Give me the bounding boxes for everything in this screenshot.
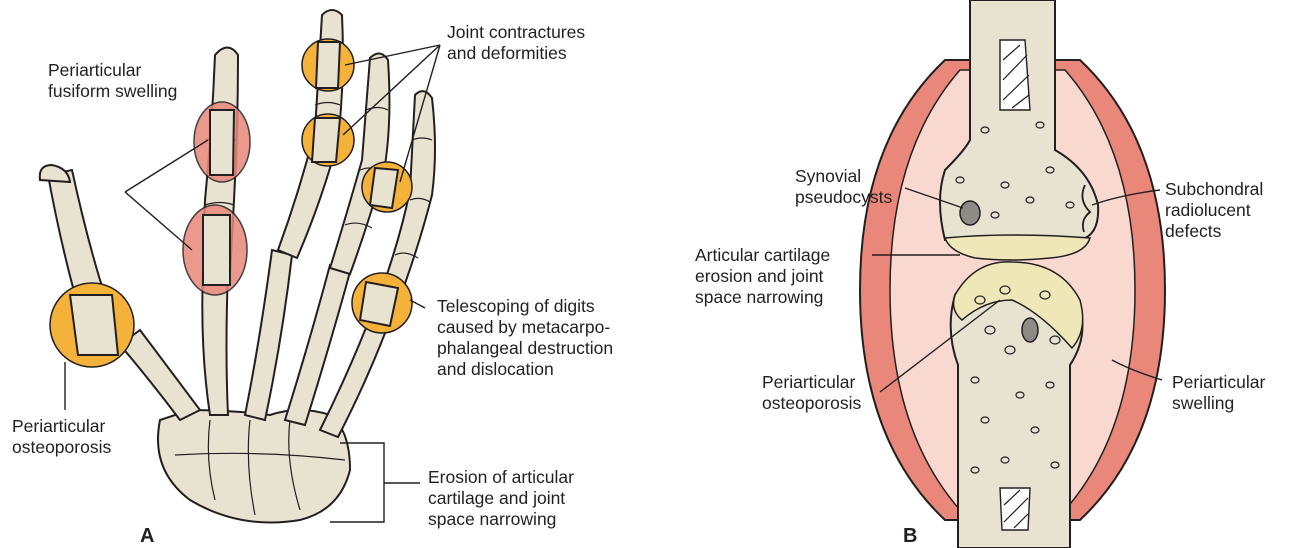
label-line: osteoporosis [762, 393, 861, 413]
panel-letter-b: B [903, 525, 917, 547]
label-line: and deformities [447, 43, 567, 63]
label-line: phalangeal destruction [437, 338, 613, 358]
label-line: Periarticular [48, 60, 142, 80]
label-line: Synovial [795, 166, 861, 186]
label-line: defects [1165, 221, 1222, 241]
label-line: caused by metacarpo- [437, 317, 610, 337]
label-line: fusiform swelling [48, 81, 177, 101]
label-line: Erosion of articular [428, 467, 574, 487]
label-line: Periarticular [12, 416, 106, 436]
label-line: erosion and joint [695, 266, 824, 286]
panel-letter-a: A [140, 525, 154, 547]
label-line: swelling [1172, 393, 1234, 413]
label-line: radiolucent [1165, 200, 1251, 220]
joint-cross-section [860, 0, 1165, 548]
label-line: Telescoping of digits [437, 296, 595, 316]
label-line: Articular cartilage [695, 245, 830, 265]
label-line: Periarticular [1172, 372, 1266, 392]
label-line: pseudocysts [795, 187, 893, 207]
label-line: space narrowing [428, 509, 556, 529]
label-line: and dislocation [437, 359, 554, 379]
label-line: Periarticular [762, 372, 856, 392]
label-line: cartilage and joint [428, 488, 565, 508]
label-line: osteoporosis [12, 437, 111, 457]
label-line: Joint contractures [447, 22, 585, 42]
label-line: space narrowing [695, 287, 823, 307]
label-line: Subchondral [1165, 179, 1263, 199]
